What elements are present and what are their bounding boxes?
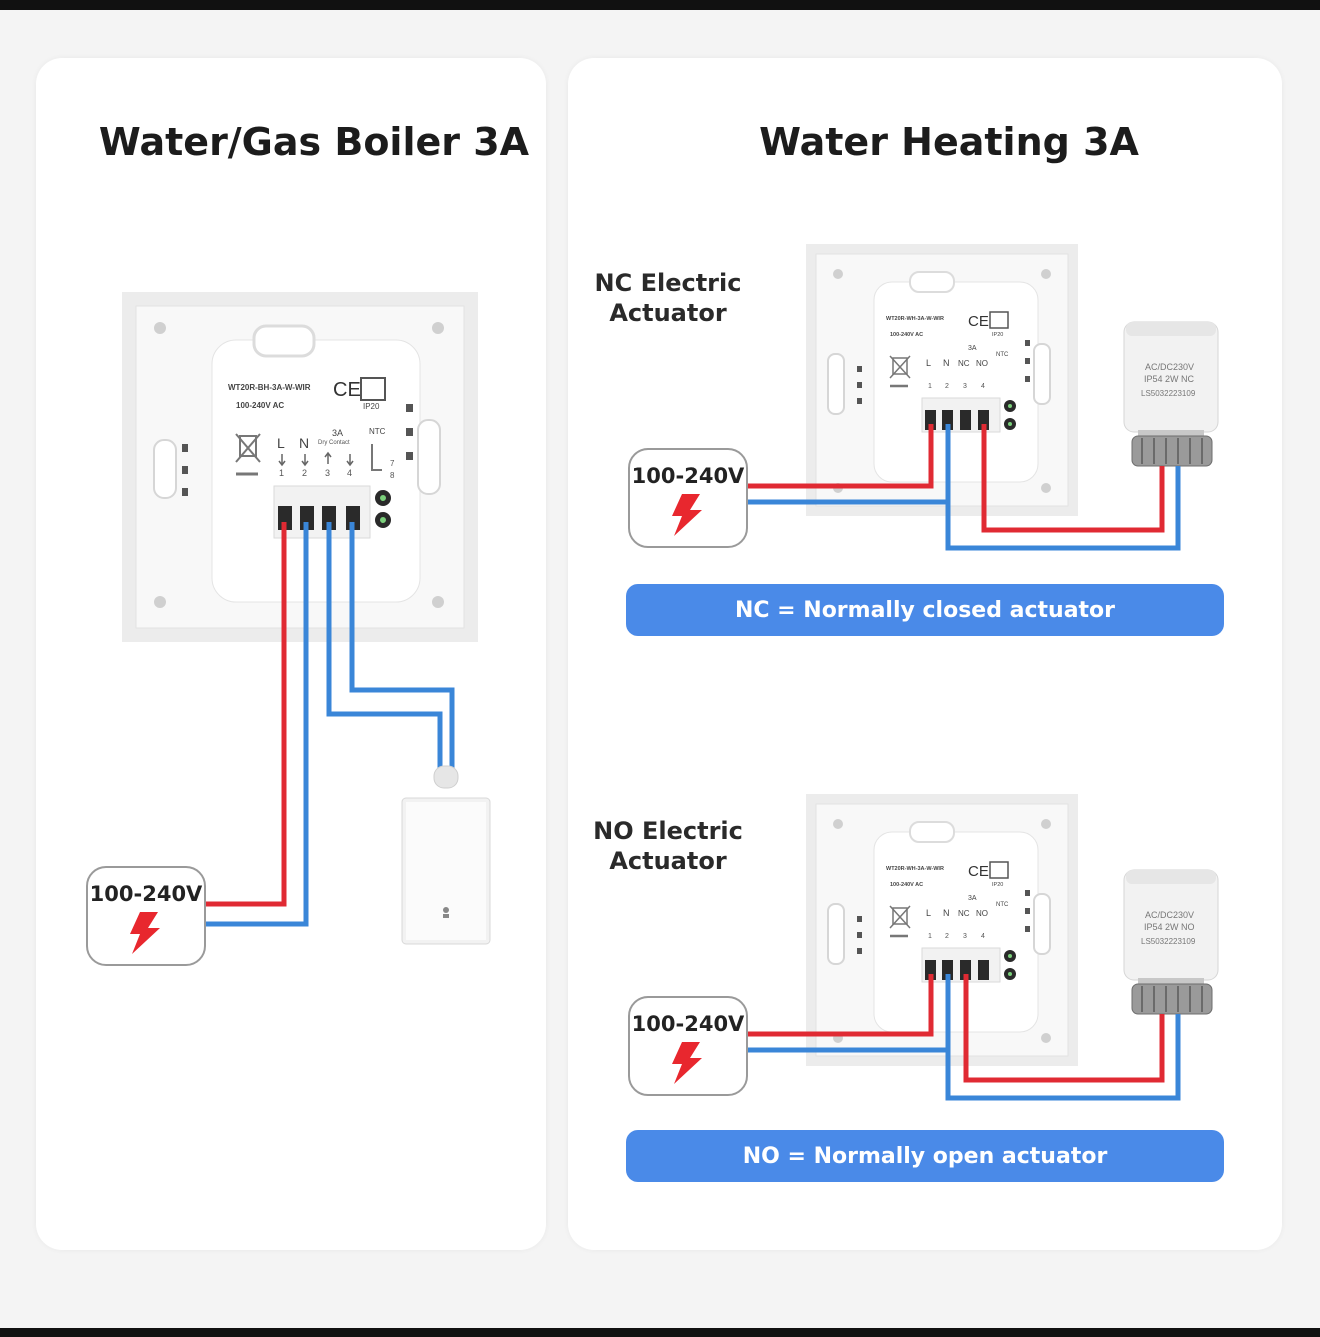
bottom-border [0,1328,1320,1337]
no-power-box: 100-240V [628,996,748,1096]
nc-actuator-label: NC Electric Actuator [594,269,742,327]
lightning-bolt-icon [130,912,160,954]
no-terminal-l: L [926,908,931,918]
no-terminal-n: N [943,908,950,918]
boiler-wire-3 [326,522,443,768]
no-num-2: 2 [945,933,949,940]
boiler-terminal-l: L [277,435,285,451]
no-actuator-line-1: AC/DC230V [1145,910,1194,920]
boiler-num-2: 2 [302,468,307,478]
nc-actuator-neutral [945,466,1181,551]
nc-terminal-l: L [926,358,931,368]
no-rating: 100-240V AC [890,882,923,888]
no-model: WT20R-WH-3A-W-WIR [886,866,944,872]
no-actuator-neutral [945,1014,1181,1101]
no-terminal-nc: NC [958,909,970,918]
boiler-ce-mark: CE [333,379,361,401]
nc-actuator-line-1: AC/DC230V [1145,362,1194,372]
boiler-current: 3A [332,428,343,438]
nc-terminal-no: NO [976,359,988,368]
no-actuator-label: NO Electric Actuator [593,817,743,875]
boiler-rating: 100-240V AC [236,401,284,410]
nc-current: 3A [968,345,977,352]
no-actuator-line-3: LS5032223109 [1141,937,1196,946]
nc-model: WT20R-WH-3A-W-WIR [886,316,944,322]
nc-num-3: 3 [963,383,967,390]
boiler-ip: IP20 [363,402,380,411]
boiler-sensor-pin-7: 7 [390,459,395,468]
nc-terminal-nc: NC [958,359,970,368]
boiler-power-box: 100-240V [86,866,206,966]
nc-rating: 100-240V AC [890,332,923,338]
nc-actuator-live [981,424,1165,533]
no-terminal-no: NO [976,909,988,918]
no-ip: IP20 [992,882,1003,888]
lightning-bolt-icon [672,494,702,536]
boiler-num-1: 1 [279,468,284,478]
nc-actuator-line-3: LS5032223109 [1141,389,1196,398]
lightning-bolt-icon [672,1042,702,1084]
no-voltage-label: 100-240V [631,1012,745,1036]
water-heating-title: Water Heating 3A [759,120,1139,164]
nc-live-wire [748,424,934,489]
no-note: NO = Normally open actuator [626,1130,1224,1182]
boiler-panel [36,58,546,1250]
boiler-title: Water/Gas Boiler 3A [98,120,530,164]
no-current: 3A [968,895,977,902]
no-live-wire [748,974,934,1037]
boiler-dry-contact: Dry Contact [318,440,350,446]
nc-power-box: 100-240V [628,448,748,548]
nc-voltage-label: 100-240V [631,464,745,488]
nc-num-1: 1 [928,383,932,390]
nc-ntc: NTC [996,352,1009,358]
boiler-live-wire [206,522,287,907]
no-neutral-wire [748,974,951,1053]
boiler-terminal-n: N [299,435,309,451]
boiler-model: WT20R-BH-3A-W-WIR [228,383,311,392]
no-ce-mark: CE [968,863,989,880]
no-actuator-live [963,974,1165,1083]
no-ntc: NTC [996,902,1009,908]
boiler-voltage-label: 100-240V [89,882,203,906]
boiler-wire-4 [349,522,455,768]
top-border [0,0,1320,10]
nc-terminal-n: N [943,358,950,368]
boiler-sensor-pin-8: 8 [390,471,395,480]
nc-note: NC = Normally closed actuator [626,584,1224,636]
nc-ce-mark: CE [968,313,989,330]
boiler-num-3: 3 [325,468,330,478]
nc-actuator-line-2: IP54 2W NC [1144,374,1195,384]
nc-ip: IP20 [992,332,1003,338]
no-num-1: 1 [928,933,932,940]
no-actuator-line-2: IP54 2W NO [1144,922,1195,932]
nc-num-2: 2 [945,383,949,390]
no-num-3: 3 [963,933,967,940]
nc-num-4: 4 [981,383,985,390]
boiler-ntc: NTC [369,427,386,436]
no-num-4: 4 [981,933,985,940]
boiler-num-4: 4 [347,468,352,478]
boiler-neutral-wire [206,522,309,927]
